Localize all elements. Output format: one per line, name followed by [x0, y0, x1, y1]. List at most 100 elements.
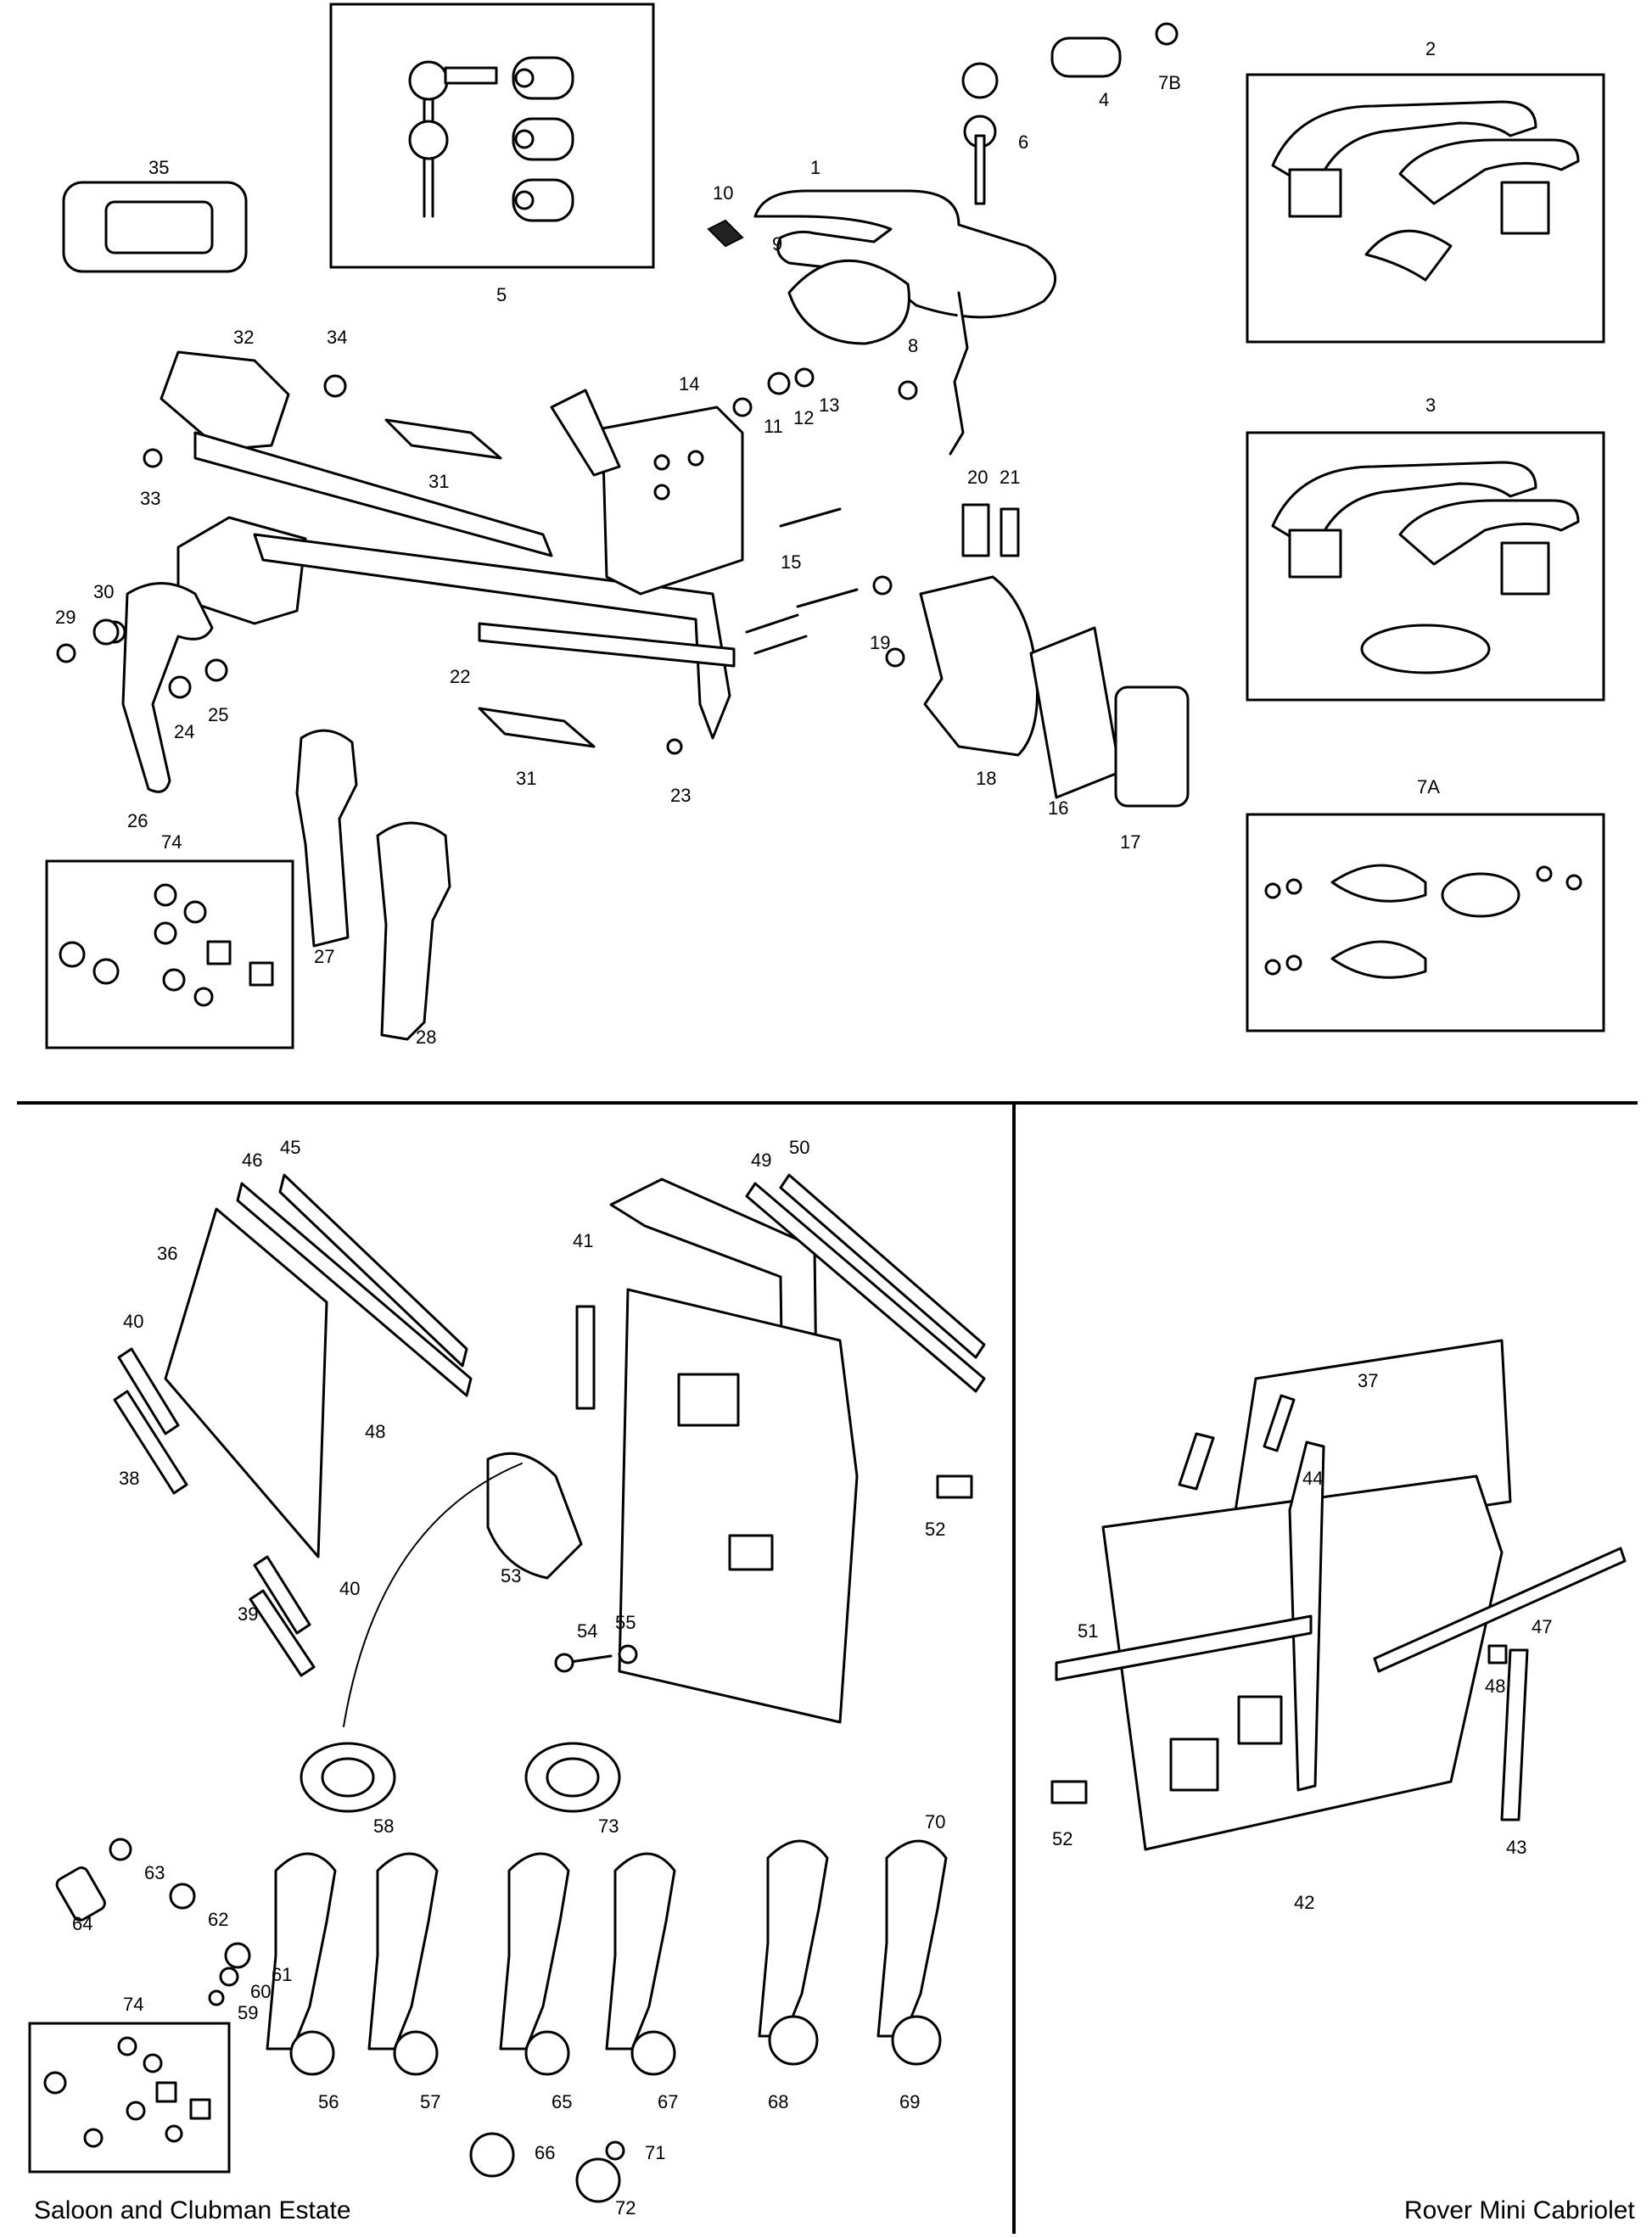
- callout-label: 8: [908, 335, 918, 356]
- callout-label: 9: [772, 233, 782, 255]
- callout-label: 14: [679, 373, 699, 394]
- part-18-striker-plate: [919, 575, 1039, 757]
- callout-label: 56: [318, 2091, 339, 2112]
- callout-label: 40: [123, 1311, 143, 1332]
- callout-label: 16: [1048, 797, 1068, 819]
- callout-label: 48: [365, 1421, 385, 1442]
- callout-label: 38: [119, 1468, 139, 1489]
- part-20-21-packers: [961, 503, 1020, 557]
- detail-box-74-fixings-upper: [45, 859, 294, 1049]
- callout-label: 46: [242, 1150, 262, 1171]
- caption-rover-mini-cabriolet: Rover Mini Cabriolet: [1404, 2196, 1635, 2224]
- part-53-regulator: [343, 1452, 583, 1727]
- callout-label: 29: [55, 607, 76, 628]
- callout-label: 74: [123, 1994, 143, 2015]
- callout-label: 58: [373, 1816, 394, 1837]
- callout-label: 2: [1425, 38, 1436, 59]
- callout-label: 69: [899, 2091, 920, 2112]
- part-45-46-channels: [236, 1173, 473, 1397]
- callout-label: 64: [72, 1913, 92, 1934]
- callout-label: 43: [1506, 1837, 1526, 1858]
- part-15-screws: [745, 507, 905, 668]
- part-16-striker: [1029, 626, 1122, 799]
- part-52-clip-saloon: [936, 1474, 973, 1499]
- part-43-seal: [1500, 1648, 1529, 1821]
- callout-label: 66: [535, 2142, 555, 2163]
- callout-label: 23: [670, 785, 691, 806]
- callout-label: 63: [144, 1862, 165, 1883]
- door-shell-saloon: [618, 1288, 859, 1724]
- callout-label: 70: [925, 1811, 945, 1832]
- callout-label: 47: [1532, 1616, 1552, 1637]
- callout-label: 62: [208, 1909, 228, 1930]
- part-6-key-with-lock-4: [961, 22, 1179, 205]
- callout-label: 19: [870, 632, 890, 653]
- callout-label: 28: [416, 1027, 436, 1048]
- callout-label: 20: [967, 467, 988, 488]
- callout-label: 7A: [1417, 776, 1440, 797]
- callout-label: 37: [1358, 1370, 1378, 1391]
- callout-label: 53: [501, 1565, 521, 1586]
- part-54-55-screw: [554, 1644, 638, 1673]
- callout-label: 52: [1052, 1828, 1072, 1849]
- part-48-52-clips-cabriolet: [1050, 1644, 1508, 1804]
- part-27-28-window-winders: [295, 729, 451, 1041]
- part-58-73-bezels: [300, 1742, 621, 1813]
- part-49-50-channels: [745, 1173, 986, 1393]
- callout-label: 4: [1099, 89, 1109, 110]
- part-10-clip: [707, 219, 744, 248]
- part-26-inner-handle: [103, 582, 214, 793]
- callout-label: 3: [1425, 394, 1436, 416]
- callout-label: 60: [250, 1981, 271, 2002]
- callout-label: 30: [93, 581, 114, 602]
- callout-label: 51: [1078, 1620, 1098, 1642]
- callout-label: 33: [140, 488, 160, 509]
- part-36-door-glass: [164, 1207, 328, 1558]
- caption-saloon-clubman: Saloon and Clubman Estate: [34, 2196, 351, 2224]
- callout-label: 31: [516, 768, 536, 789]
- callout-label: 55: [615, 1612, 636, 1633]
- part-47-51-strips: [1055, 1547, 1627, 1681]
- callout-label: 11: [764, 416, 783, 437]
- callout-label: 35: [148, 157, 169, 178]
- callout-label: 52: [925, 1519, 945, 1540]
- callout-label: 31: [428, 471, 449, 492]
- callout-label: 45: [280, 1137, 300, 1158]
- callout-label: 40: [339, 1578, 360, 1599]
- part-14-lock-body: [550, 389, 744, 596]
- callout-label: 18: [976, 768, 996, 789]
- part-32-remote-control-and-rods: [160, 350, 736, 740]
- callout-label: 7B: [1158, 72, 1181, 93]
- callout-label: 1: [810, 157, 820, 178]
- part-17-cover: [1114, 685, 1190, 808]
- callout-label: 57: [420, 2091, 440, 2112]
- callout-label: 54: [577, 1620, 597, 1642]
- callout-label: 44: [1302, 1468, 1323, 1489]
- callout-label: 13: [819, 394, 839, 416]
- part-1-outer-handle: [753, 189, 1057, 456]
- part-38-39-40-channels: [113, 1347, 316, 1677]
- callout-label: 67: [658, 2091, 678, 2112]
- callout-label: 68: [768, 2091, 788, 2112]
- part-31-wedges: [384, 418, 596, 748]
- window-winder-handles: [266, 1839, 948, 2076]
- part-35-escutcheon: [62, 181, 248, 273]
- callout-label: 72: [615, 2197, 636, 2218]
- small-fixings-lower: [55, 1838, 625, 2203]
- callout-label: 25: [208, 704, 228, 725]
- callout-label: 27: [314, 946, 334, 967]
- callout-label: 71: [645, 2142, 665, 2163]
- callout-label: 12: [793, 407, 814, 428]
- callout-label: 5: [496, 284, 507, 305]
- detail-box-74-fixings-lower: [28, 2022, 231, 2174]
- callout-label: 24: [174, 721, 194, 742]
- callout-label: 65: [552, 2091, 572, 2112]
- detail-box-2-handle-kit: [1246, 73, 1605, 344]
- callout-label: 42: [1294, 1892, 1314, 1913]
- callout-label: 15: [781, 551, 801, 573]
- callout-label: 39: [238, 1603, 258, 1625]
- callout-label: 26: [127, 810, 148, 831]
- detail-box-5-key-set: [329, 3, 655, 269]
